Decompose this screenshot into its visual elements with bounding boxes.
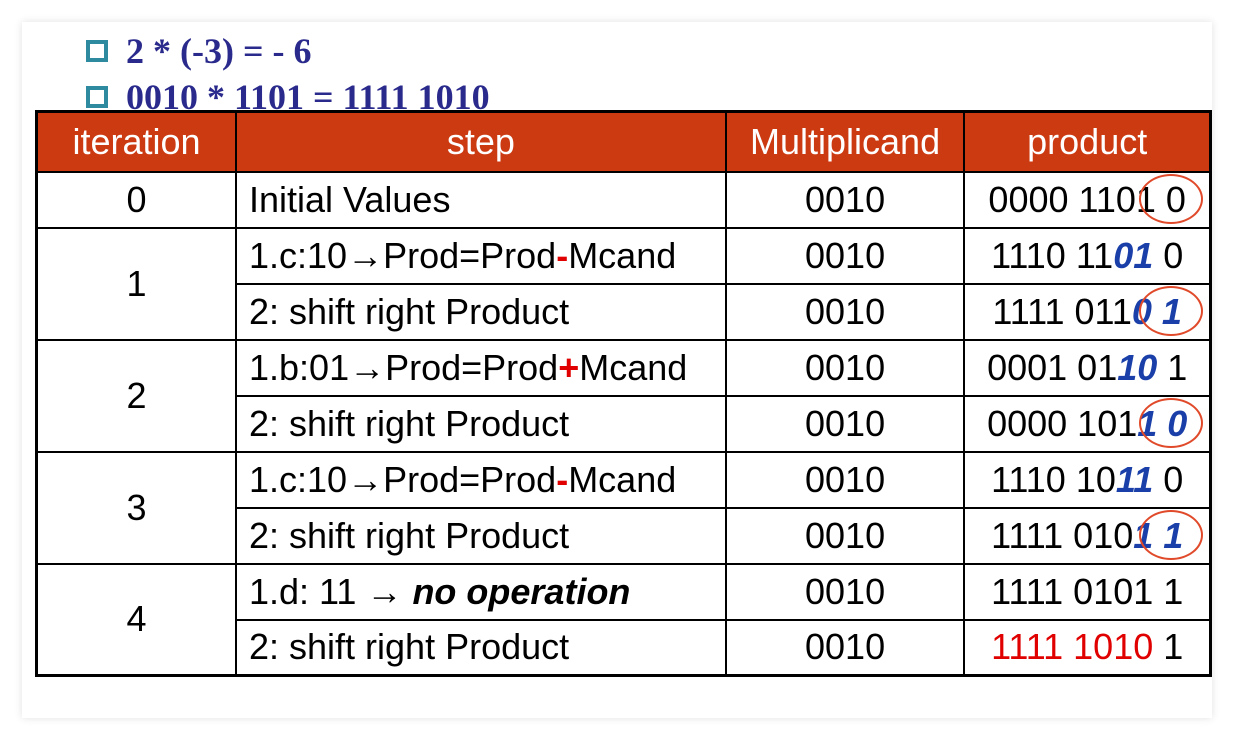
header-step: step — [235, 110, 727, 173]
iteration-cell: 1 — [35, 226, 237, 341]
iteration-cell: 4 — [35, 562, 237, 677]
step-operator: - — [556, 458, 569, 500]
square-bullet-icon — [86, 40, 108, 62]
bullet-text: 2 * (-3) = - 6 — [126, 31, 312, 71]
bullet-item: 2 * (-3) = - 6 — [86, 28, 490, 74]
step-operator: - — [556, 234, 569, 276]
step-cell: Initial Values — [235, 170, 727, 229]
product-cell: 1111 0101 1 — [963, 562, 1212, 621]
multiplicand-cell: 0010 — [724, 282, 966, 341]
table-row: 3 1.c:10→Prod=Prod-Mcand 0010 1110 1011 … — [35, 450, 1212, 565]
step-no-operation: no operation — [412, 570, 631, 612]
product-value: 0000 101 — [987, 402, 1138, 444]
product-value: 1 — [1157, 346, 1188, 388]
final-product-highlight: 1111 1010 — [991, 626, 1154, 668]
product-value: 1111 011 — [992, 290, 1132, 332]
product-value: 0 — [1153, 234, 1184, 276]
table-row: 2 1.b:01→Prod=Prod+Mcand 0010 0001 0110 … — [35, 338, 1212, 453]
step-text: 1.b:01→Prod=Prod — [249, 346, 559, 388]
multiplicand-cell: 0010 — [724, 618, 966, 677]
product-value: 0001 01 — [987, 346, 1118, 388]
step-cell: 2: shift right Product — [235, 394, 727, 453]
product-cell: 0000 1101 0 — [963, 170, 1212, 229]
product-cell: 0000 1011 0 — [963, 394, 1212, 453]
circle-highlight — [1139, 397, 1203, 448]
multiplication-table: iteration step Multiplicand product 0 In… — [35, 110, 1212, 677]
table-row: 2: shift right Product 0010 1111 1010 1 — [37, 618, 1212, 677]
multiplicand-cell: 0010 — [724, 394, 966, 453]
step-cell: 2: shift right Product — [235, 282, 727, 341]
circle-highlight — [1139, 173, 1203, 224]
product-highlight: 01 — [1113, 234, 1154, 276]
product-cell: 1111 0101 1 — [963, 506, 1212, 565]
table-row: 4 1.d: 11 → no operation 0010 1111 0101 … — [35, 562, 1212, 677]
product-highlight: 11 — [1115, 458, 1154, 500]
product-value: 1 — [1153, 626, 1184, 668]
iteration-cell: 3 — [35, 450, 237, 565]
product-cell: 1110 1101 0 — [963, 226, 1212, 285]
product-value: 1110 10 — [991, 458, 1116, 500]
product-highlight: 10 — [1117, 346, 1158, 388]
step-cell: 2: shift right Product — [235, 618, 727, 677]
step-operator: + — [558, 346, 580, 388]
table-row: 2: shift right Product 0010 1111 0110 1 — [37, 282, 1212, 341]
slide: 2 * (-3) = - 6 0010 * 1101 = 1111 1010 i… — [22, 22, 1212, 718]
step-cell: 1.c:10→Prod=Prod-Mcand — [235, 226, 727, 285]
iteration-cell: 0 — [35, 170, 237, 229]
product-cell: 1110 1011 0 — [963, 450, 1212, 509]
header-row: iteration step Multiplicand product — [35, 110, 1212, 173]
circle-highlight — [1139, 509, 1203, 560]
step-text: 1.c:10→Prod=Prod — [249, 234, 557, 276]
header-product: product — [963, 110, 1212, 173]
multiplicand-cell: 0010 — [724, 506, 966, 565]
step-cell: 2: shift right Product — [235, 506, 727, 565]
step-text: 1.d: 11 → — [249, 570, 413, 612]
multiplicand-cell: 0010 — [724, 450, 966, 509]
table-row: 0 Initial Values 0010 0000 1101 0 — [35, 170, 1212, 229]
bullet-list: 2 * (-3) = - 6 0010 * 1101 = 1111 1010 — [86, 28, 490, 120]
circle-highlight — [1139, 285, 1203, 336]
table-row: 1 1.c:10→Prod=Prod-Mcand 0010 1110 1101 … — [35, 226, 1212, 341]
table-row: 2: shift right Product 0010 0000 1011 0 — [37, 394, 1212, 453]
product-value: 1111 010 — [991, 514, 1134, 556]
step-text: Mcand — [568, 234, 677, 276]
step-text: Mcand — [568, 458, 677, 500]
header-multiplicand: Multiplicand — [724, 110, 966, 173]
step-cell: 1.c:10→Prod=Prod-Mcand — [235, 450, 727, 509]
product-cell: 1111 1010 1 — [963, 618, 1212, 677]
multiplicand-cell: 0010 — [724, 170, 966, 229]
product-cell: 1111 0110 1 — [963, 282, 1212, 341]
step-cell: 1.b:01→Prod=Prod+Mcand — [235, 338, 727, 397]
multiplicand-cell: 0010 — [724, 338, 966, 397]
step-text: Mcand — [579, 346, 688, 388]
product-value: 1110 11 — [991, 234, 1114, 276]
multiplicand-cell: 0010 — [724, 226, 966, 285]
iteration-cell: 2 — [35, 338, 237, 453]
product-cell: 0001 0110 1 — [963, 338, 1212, 397]
square-bullet-icon — [86, 86, 108, 108]
header-iteration: iteration — [35, 110, 237, 173]
product-value: 0 — [1153, 458, 1184, 500]
step-cell: 1.d: 11 → no operation — [235, 562, 727, 621]
multiplicand-cell: 0010 — [724, 562, 966, 621]
step-text: 1.c:10→Prod=Prod — [249, 458, 557, 500]
table-row: 2: shift right Product 0010 1111 0101 1 — [37, 506, 1212, 565]
